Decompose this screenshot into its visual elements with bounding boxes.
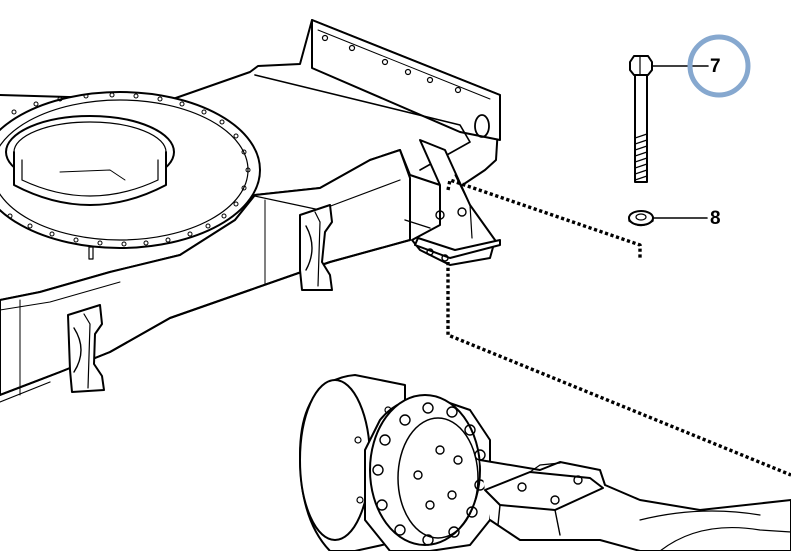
slewing-ring-icon — [0, 91, 261, 260]
axle-icon — [299, 374, 791, 551]
bolt-icon — [629, 55, 653, 183]
callout-highlight-ring — [687, 34, 751, 98]
assembly-leader-lines — [446, 178, 791, 477]
cradle-bracket-icon — [67, 204, 333, 393]
washer-icon — [628, 210, 654, 227]
callout-label-8: 8 — [710, 208, 721, 229]
mount-bracket-icon — [404, 139, 501, 266]
callout-label-7: 7 — [710, 56, 721, 77]
